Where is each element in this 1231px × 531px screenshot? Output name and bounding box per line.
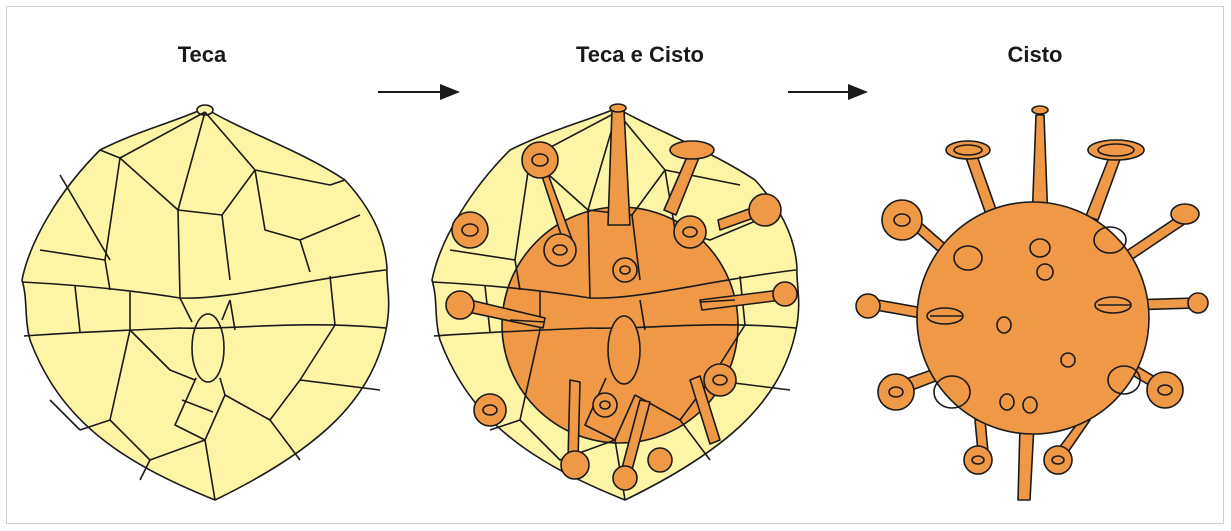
- cyst-drawing: [856, 106, 1208, 500]
- theca-drawing: [22, 105, 389, 500]
- theca-cyst-drawing: [432, 104, 799, 500]
